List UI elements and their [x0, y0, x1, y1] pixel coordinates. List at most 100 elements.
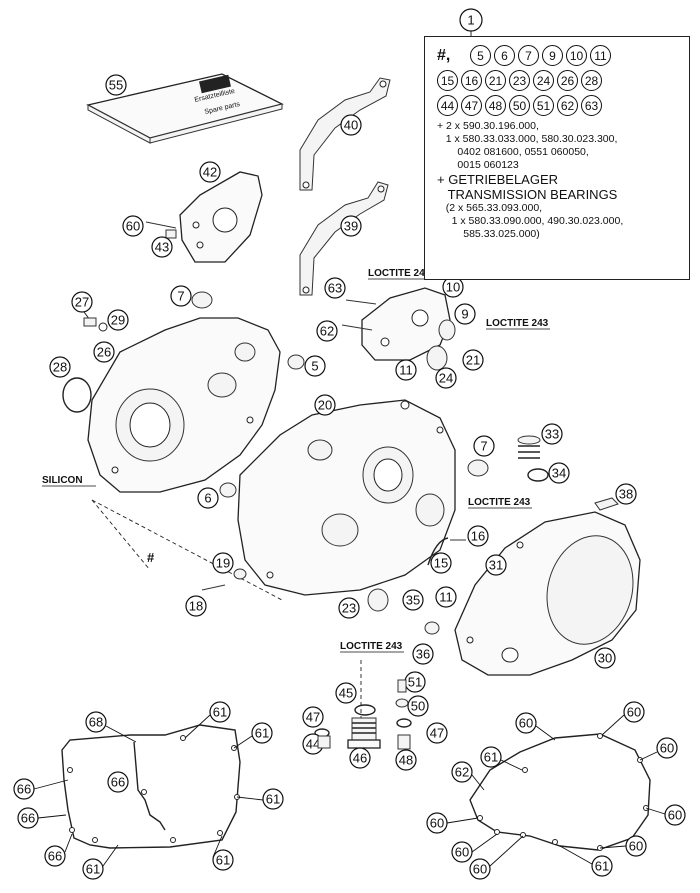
callout-33[interactable]: 33 [541, 423, 563, 445]
part-42-cover [179, 171, 263, 263]
callout-21[interactable]: 21 [462, 349, 484, 371]
callout-38[interactable]: 38 [615, 483, 637, 505]
callout-6[interactable]: 6 [197, 487, 219, 509]
kit-part[interactable]: 51 [533, 95, 554, 116]
gasket-callout-61-bottom-right[interactable]: 61 [212, 849, 234, 871]
kit-part[interactable]: 50 [509, 95, 530, 116]
kit-row-3: 44 47 48 50 51 62 63 [437, 95, 681, 116]
cover-gasket-callout-60-right-lower[interactable]: 60 [664, 804, 686, 826]
callout-42[interactable]: 42 [199, 161, 221, 183]
gasket-callout-61-bottom[interactable]: 61 [82, 858, 104, 880]
cover-gasket-callout-61-left[interactable]: 61 [480, 746, 502, 768]
kit-part[interactable]: 6 [494, 45, 515, 66]
cover-gasket-callout-62[interactable]: 62 [451, 761, 473, 783]
kit-hash: #, [437, 46, 451, 64]
svg-text:45: 45 [339, 686, 353, 701]
kit-part[interactable]: 15 [437, 70, 458, 91]
callout-43[interactable]: 43 [151, 236, 173, 258]
callout-35[interactable]: 35 [402, 589, 424, 611]
gasket-callout-66-bottom[interactable]: 66 [44, 845, 66, 867]
callout-20[interactable]: 20 [314, 394, 336, 416]
cover-gasket-callout-60-bottom[interactable]: 60 [469, 858, 491, 880]
callout-24[interactable]: 24 [435, 367, 457, 389]
kit-part[interactable]: 28 [581, 70, 602, 91]
gasket-callout-61-top[interactable]: 61 [209, 701, 231, 723]
callout-11-upper[interactable]: 11 [395, 359, 417, 381]
callout-1[interactable]: 1 [459, 8, 483, 32]
callout-16[interactable]: 16 [467, 525, 489, 547]
cover-gasket-callout-60-right[interactable]: 60 [656, 737, 678, 759]
part-28-seal [62, 377, 92, 413]
gasket-callout-66-inner[interactable]: 66 [107, 771, 129, 793]
callout-36[interactable]: 36 [412, 643, 434, 665]
callout-11-lower[interactable]: 11 [435, 586, 457, 608]
svg-text:9: 9 [461, 307, 468, 322]
svg-text:66: 66 [48, 849, 62, 864]
callout-7-upper[interactable]: 7 [170, 285, 192, 307]
kit-part[interactable]: 24 [533, 70, 554, 91]
svg-text:62: 62 [455, 765, 469, 780]
kit-part[interactable]: 48 [485, 95, 506, 116]
callout-29[interactable]: 29 [107, 309, 129, 331]
svg-text:47: 47 [430, 726, 444, 741]
callout-45[interactable]: 45 [335, 682, 357, 704]
callout-34[interactable]: 34 [548, 462, 570, 484]
gasket-callout-66-left-top[interactable]: 66 [13, 778, 35, 800]
callout-5[interactable]: 5 [304, 355, 326, 377]
callout-26[interactable]: 26 [93, 341, 115, 363]
callout-31[interactable]: 31 [485, 554, 507, 576]
callout-46[interactable]: 46 [349, 747, 371, 769]
kit-part[interactable]: 44 [437, 95, 458, 116]
cover-gasket-callout-60-top-right[interactable]: 60 [623, 701, 645, 723]
callout-63[interactable]: 63 [324, 277, 346, 299]
kit-part[interactable]: 62 [557, 95, 578, 116]
loctite-note-4: LOCTITE 243 [340, 641, 403, 652]
callout-39[interactable]: 39 [340, 215, 362, 237]
callout-10[interactable]: 10 [442, 276, 464, 298]
callout-60-screw[interactable]: 60 [122, 215, 144, 237]
kit-part[interactable]: 21 [485, 70, 506, 91]
kit-part[interactable]: 23 [509, 70, 530, 91]
kit-part[interactable]: 9 [542, 45, 563, 66]
gasket-callout-68[interactable]: 68 [85, 711, 107, 733]
callout-40[interactable]: 40 [340, 114, 362, 136]
callout-28[interactable]: 28 [49, 356, 71, 378]
callout-18[interactable]: 18 [185, 595, 207, 617]
kit-part[interactable]: 16 [461, 70, 482, 91]
callout-62-bolt[interactable]: 62 [316, 320, 338, 342]
kit-part[interactable]: 26 [557, 70, 578, 91]
callout-23[interactable]: 23 [338, 597, 360, 619]
crankcase-gasket [61, 724, 241, 849]
callout-48[interactable]: 48 [395, 749, 417, 771]
callout-19[interactable]: 19 [212, 552, 234, 574]
svg-text:51: 51 [408, 675, 422, 690]
callout-51[interactable]: 51 [404, 671, 426, 693]
callout-55[interactable]: 55 [105, 74, 127, 96]
kit-part[interactable]: 5 [470, 45, 491, 66]
kit-part[interactable]: 63 [581, 95, 602, 116]
cover-gasket-callout-61-bottom[interactable]: 61 [591, 855, 613, 877]
svg-text:40: 40 [344, 118, 358, 133]
kit-part[interactable]: 11 [590, 45, 611, 66]
kit-row-1: #, 5 6 7 9 10 11 [437, 45, 681, 66]
callout-9[interactable]: 9 [454, 303, 476, 325]
cover-gasket-callout-60-bottom-right[interactable]: 60 [625, 835, 647, 857]
svg-text:46: 46 [353, 751, 367, 766]
callout-47-left[interactable]: 47 [302, 706, 324, 728]
kit-part[interactable]: 47 [461, 95, 482, 116]
kit-part[interactable]: 7 [518, 45, 539, 66]
cover-gasket-callout-60-top-left[interactable]: 60 [515, 712, 537, 734]
callout-30[interactable]: 30 [594, 647, 616, 669]
callout-47-right[interactable]: 47 [426, 722, 448, 744]
kit-part[interactable]: 10 [566, 45, 587, 66]
cover-gasket-callout-60-left[interactable]: 60 [426, 812, 448, 834]
gasket-callout-66-left-bottom[interactable]: 66 [17, 807, 39, 829]
part-39-bracket [299, 181, 389, 296]
callout-15[interactable]: 15 [430, 552, 452, 574]
gasket-callout-61-right[interactable]: 61 [262, 788, 284, 810]
callout-7-lower[interactable]: 7 [473, 435, 495, 457]
gasket-callout-61-right-top[interactable]: 61 [251, 722, 273, 744]
cover-gasket-callout-60-bottom-left[interactable]: 60 [451, 841, 473, 863]
callout-27[interactable]: 27 [71, 291, 93, 313]
callout-50[interactable]: 50 [407, 695, 429, 717]
